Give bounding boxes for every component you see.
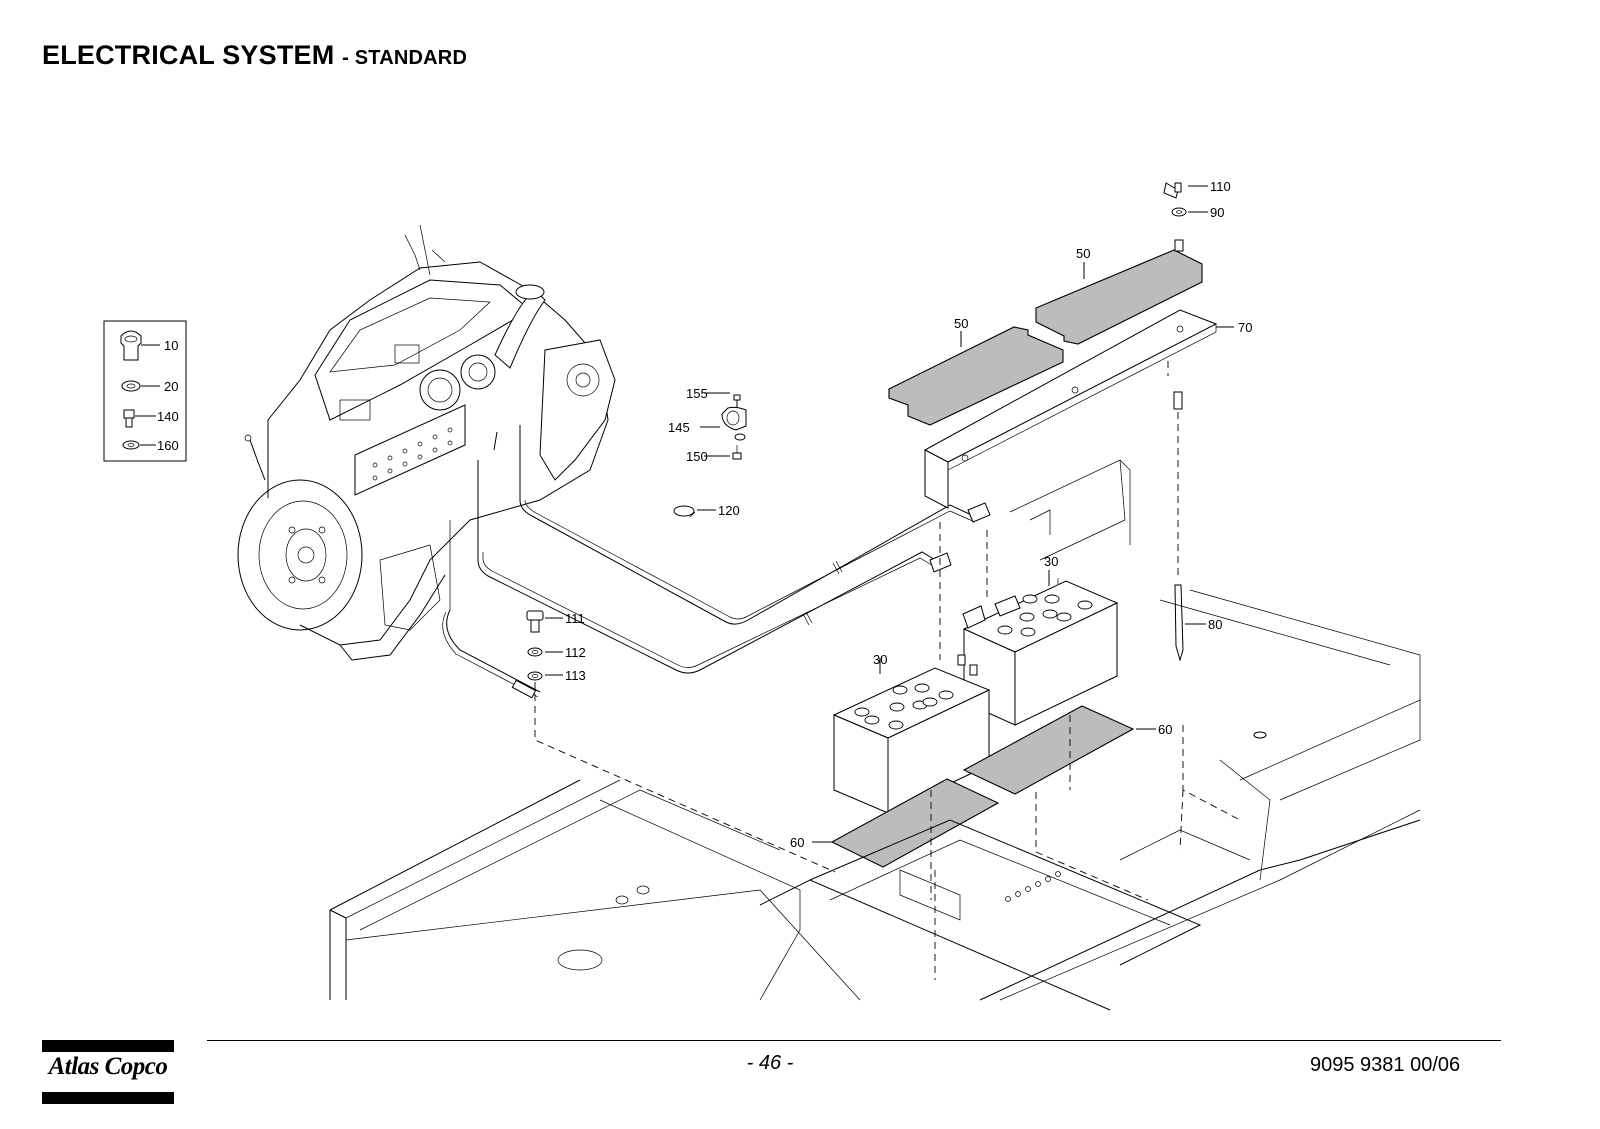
battery-front: 30 bbox=[832, 652, 991, 814]
small-parts-inset: 10 20 140 160 bbox=[103, 320, 187, 462]
battery-cover: 110 90 50 50 70 80 bbox=[888, 179, 1252, 662]
part-50-lower-plate bbox=[888, 326, 1064, 426]
callout-60-front: 60 bbox=[790, 835, 804, 850]
battery-cables bbox=[442, 499, 991, 699]
batteries: 30 30 bbox=[832, 522, 1119, 814]
part-140-bolt bbox=[123, 409, 156, 428]
page-number: - 46 - bbox=[746, 1052, 794, 1074]
atlas-copco-logo: Atlas Copco bbox=[42, 1040, 174, 1106]
page-subtitle: - STANDARD bbox=[342, 47, 468, 69]
ground-bolt-parts: 111 112 113 bbox=[526, 610, 836, 873]
callout-10: 10 bbox=[164, 338, 178, 353]
part-60-front-mat bbox=[830, 778, 1000, 868]
callout-50-upper: 50 bbox=[1076, 246, 1090, 261]
logo-text: Atlas Copco bbox=[48, 1053, 168, 1080]
battery-mats: 60 60 bbox=[790, 705, 1172, 900]
part-10-bushing bbox=[120, 330, 160, 361]
clamp-parts: 155 145 150 120 bbox=[668, 386, 747, 518]
callout-20: 20 bbox=[164, 379, 178, 394]
footer-rule bbox=[207, 1040, 1501, 1041]
callout-70: 70 bbox=[1238, 320, 1252, 335]
callout-140: 140 bbox=[157, 409, 179, 424]
part-50-upper-plate bbox=[1035, 249, 1203, 345]
logo-top-bar bbox=[42, 1040, 174, 1052]
callout-90: 90 bbox=[1210, 205, 1224, 220]
flywheel-housing bbox=[237, 479, 363, 631]
callout-120: 120 bbox=[718, 503, 740, 518]
callout-155: 155 bbox=[686, 386, 708, 401]
page-title: ELECTRICAL SYSTEM - STANDARD bbox=[42, 40, 467, 71]
callout-60-rear: 60 bbox=[1158, 722, 1172, 737]
callout-80: 80 bbox=[1208, 617, 1222, 632]
callout-110: 110 bbox=[1210, 179, 1231, 194]
engine-assembly bbox=[237, 224, 616, 661]
inset-frame bbox=[103, 320, 187, 462]
document-number: 9095 9381 00/06 bbox=[1310, 1054, 1461, 1076]
part-160-washer bbox=[122, 440, 156, 450]
chassis-frame bbox=[329, 459, 1421, 1011]
callout-111: 111 bbox=[565, 611, 585, 626]
part-80-hold-down-rod bbox=[1174, 584, 1184, 662]
part-60-rear-mat bbox=[962, 705, 1135, 795]
part-110-wing-nut bbox=[1163, 182, 1179, 199]
page-title-main: ELECTRICAL SYSTEM bbox=[42, 40, 335, 70]
callout-145: 145 bbox=[668, 420, 690, 435]
callout-160: 160 bbox=[157, 438, 179, 453]
callout-112: 112 bbox=[565, 645, 586, 660]
callout-113: 113 bbox=[565, 668, 586, 683]
callout-30-front: 30 bbox=[873, 652, 887, 667]
callout-30-rear: 30 bbox=[1044, 554, 1058, 569]
part-20-ring bbox=[121, 380, 160, 392]
part-120-tie bbox=[673, 505, 695, 517]
logo-bottom-bar bbox=[42, 1092, 174, 1104]
callout-50-lower: 50 bbox=[954, 316, 968, 331]
callout-150: 150 bbox=[686, 449, 708, 464]
part-90-washer bbox=[1171, 207, 1187, 217]
